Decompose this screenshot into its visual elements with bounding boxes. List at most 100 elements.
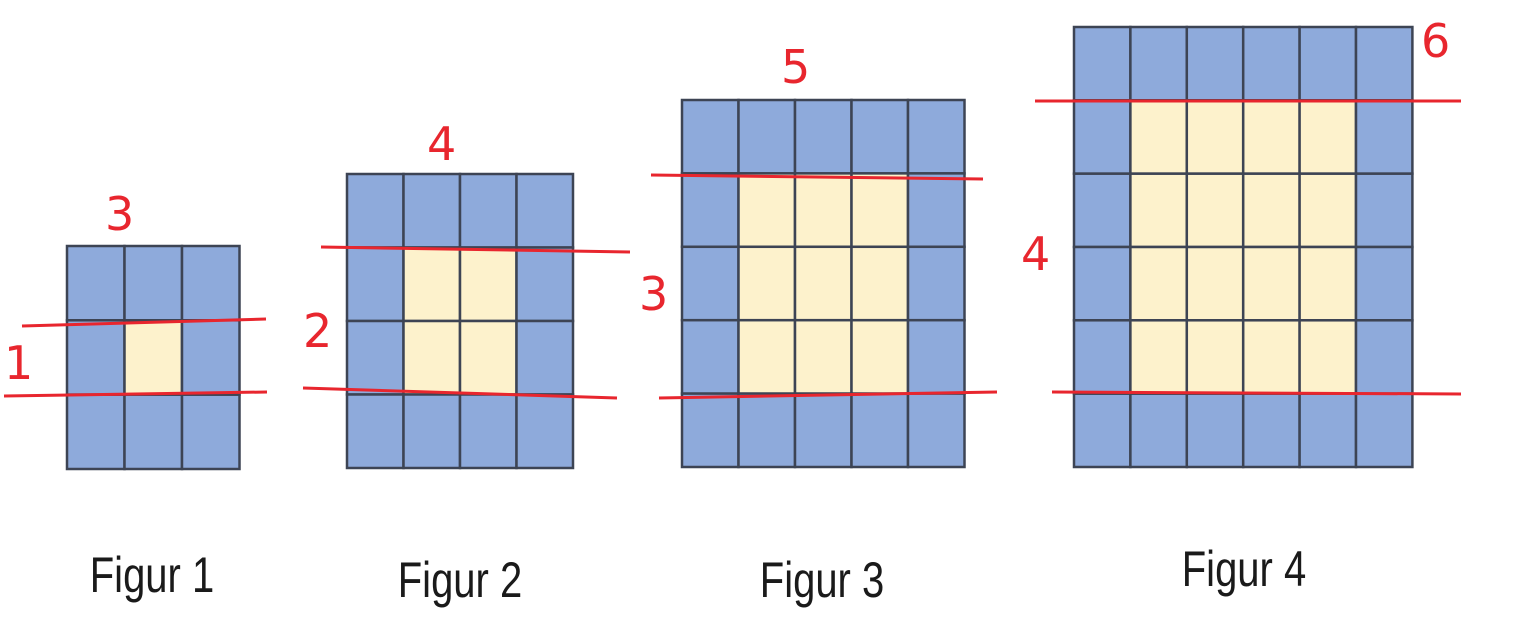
border-tile xyxy=(65,393,126,471)
border-tile xyxy=(850,98,910,175)
border-tile xyxy=(1354,99,1414,175)
border-tile xyxy=(1185,25,1245,102)
figure-1-caption: Figur 1 xyxy=(90,547,214,603)
figure-3-side-number: 3 xyxy=(639,267,668,321)
figure-1-top-number: 3 xyxy=(105,187,134,241)
inner-tile xyxy=(737,318,797,395)
border-tile xyxy=(1072,25,1132,102)
border-tile xyxy=(680,245,740,322)
border-tile xyxy=(515,393,575,470)
figure-3-caption: Figur 3 xyxy=(760,552,884,608)
border-tile xyxy=(1185,392,1245,469)
border-tile xyxy=(65,319,126,396)
inner-tile xyxy=(1185,245,1245,322)
figure-3-tiles xyxy=(680,98,966,469)
border-tile xyxy=(458,393,518,470)
border-tile xyxy=(458,172,518,249)
border-tile xyxy=(1072,392,1132,469)
figure-2-caption: Figur 2 xyxy=(398,552,522,608)
inner-tile xyxy=(1129,245,1189,322)
border-tile xyxy=(1298,25,1358,102)
figure-1-lower-line xyxy=(3,390,268,398)
inner-tile xyxy=(737,245,797,322)
inner-tile xyxy=(1241,319,1301,395)
border-tile xyxy=(1354,319,1414,395)
border-tile xyxy=(680,172,740,249)
border-tile xyxy=(906,172,966,249)
border-tile xyxy=(1298,392,1358,469)
border-tile xyxy=(906,98,966,175)
figure-1-upper-line xyxy=(21,317,267,328)
border-tile xyxy=(1072,99,1132,175)
figure-1-tiles xyxy=(65,244,241,471)
border-tile xyxy=(906,245,966,322)
inner-tile xyxy=(737,172,797,249)
inner-tile xyxy=(1241,172,1301,249)
inner-tile xyxy=(1241,99,1301,175)
inner-tile xyxy=(793,245,853,322)
border-tile xyxy=(1241,392,1301,469)
figure-2: 4 2 Figur 2 xyxy=(302,117,631,608)
inner-tile xyxy=(850,245,910,322)
figure-3-upper-line xyxy=(650,173,984,181)
inner-tile xyxy=(458,246,518,323)
figure-2-side-number: 2 xyxy=(303,304,332,358)
border-tile xyxy=(1072,172,1132,249)
figure-4-tiles xyxy=(1072,25,1414,469)
border-tile xyxy=(680,98,740,175)
inner-tile xyxy=(1298,99,1358,175)
border-tile xyxy=(345,393,405,470)
inner-tile xyxy=(458,319,518,396)
inner-tile xyxy=(850,318,910,395)
border-tile xyxy=(1129,392,1189,469)
border-tile xyxy=(345,319,405,396)
border-tile xyxy=(1354,172,1414,249)
border-tile xyxy=(180,319,241,396)
figure-2-lower-line xyxy=(302,386,618,400)
border-tile xyxy=(850,392,910,469)
figure-3-top-number: 5 xyxy=(781,40,810,94)
border-tile xyxy=(906,392,966,469)
border-tile xyxy=(906,318,966,395)
border-tile xyxy=(402,172,462,249)
inner-tile xyxy=(1298,245,1358,322)
inner-tile xyxy=(1241,245,1301,322)
border-tile xyxy=(793,392,853,469)
figure-4-side-number: 4 xyxy=(1021,227,1050,281)
figure-4-lower-line xyxy=(1051,390,1462,396)
figure-4-caption: Figur 4 xyxy=(1182,541,1306,597)
border-tile xyxy=(123,393,184,471)
border-tile xyxy=(1072,319,1132,395)
inner-tile xyxy=(402,319,462,396)
border-tile xyxy=(737,98,797,175)
inner-tile xyxy=(1185,172,1245,249)
border-tile xyxy=(515,172,575,249)
inner-tile xyxy=(1298,319,1358,395)
border-tile xyxy=(402,393,462,470)
border-tile xyxy=(793,98,853,175)
border-tile xyxy=(123,244,184,322)
inner-tile xyxy=(1185,319,1245,395)
figure-2-top-number: 4 xyxy=(427,117,456,171)
border-tile xyxy=(680,392,740,469)
border-tile xyxy=(515,319,575,396)
inner-tile xyxy=(1298,172,1358,249)
border-tile xyxy=(345,172,405,249)
figure-4-top-number: 6 xyxy=(1421,14,1450,68)
figure-2-upper-line xyxy=(320,245,631,254)
figure-3: 5 3 Figur 3 xyxy=(639,40,998,608)
figure-1: 3 1 Figur 1 xyxy=(3,187,268,603)
border-tile xyxy=(1241,25,1301,102)
border-tile xyxy=(1354,392,1414,469)
inner-tile xyxy=(850,172,910,249)
border-tile xyxy=(680,318,740,395)
border-tile xyxy=(345,246,405,323)
inner-tile xyxy=(402,246,462,323)
inner-tile xyxy=(123,319,184,396)
figure-3-lower-line xyxy=(658,390,998,400)
border-tile xyxy=(1354,25,1414,102)
inner-tile xyxy=(793,318,853,395)
inner-tile xyxy=(1129,172,1189,249)
border-tile xyxy=(1354,245,1414,322)
